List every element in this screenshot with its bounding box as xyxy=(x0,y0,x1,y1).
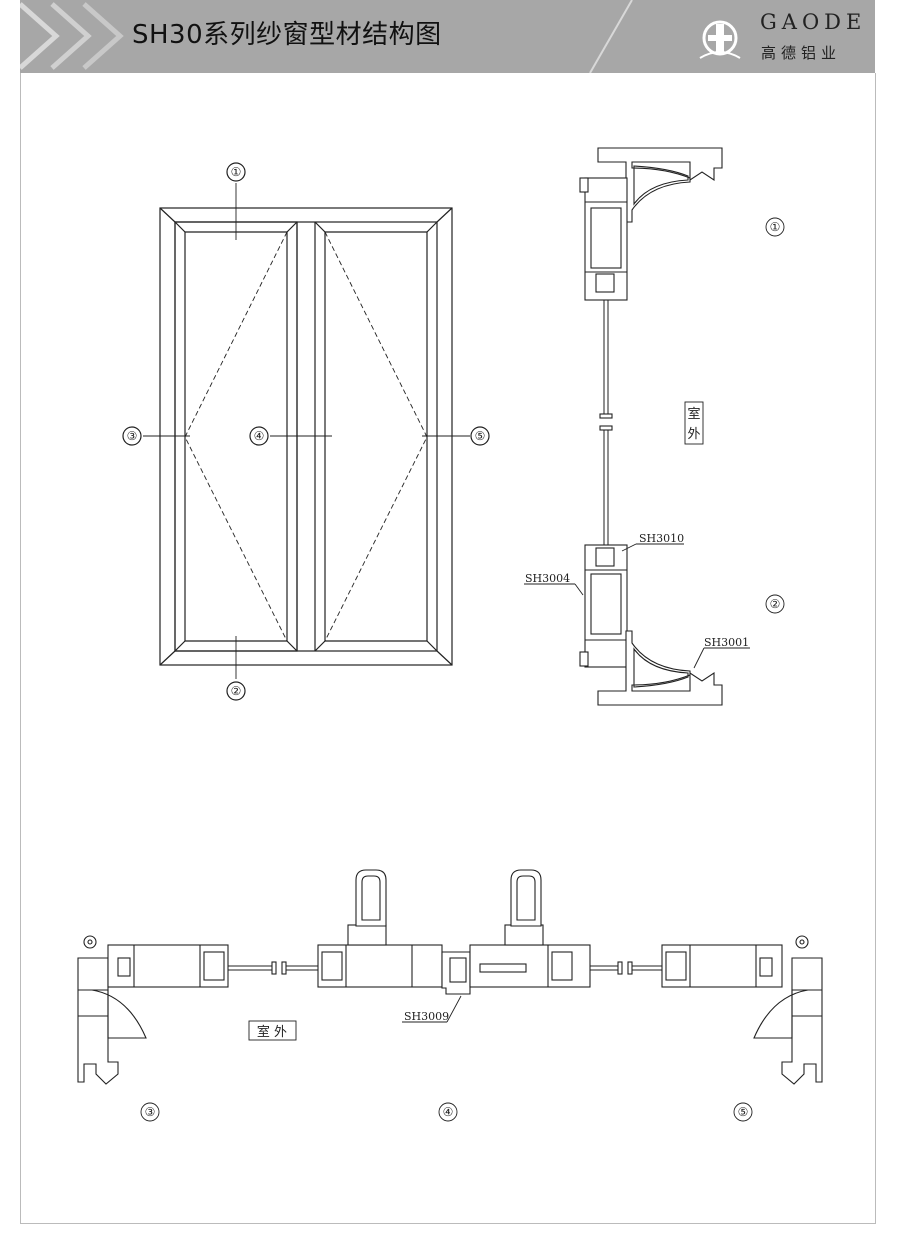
inner-frame xyxy=(174,221,438,652)
marker-1-section: ① xyxy=(770,220,781,234)
left-sash xyxy=(184,231,288,642)
marker-4-section: ④ xyxy=(443,1105,454,1119)
right-sash xyxy=(324,231,428,642)
outside-label-box-h xyxy=(248,1020,297,1041)
drawing-frame xyxy=(20,73,876,1224)
part-label-sh3009: SH3009 xyxy=(404,1010,449,1023)
page-title: SH30系列纱窗型材结构图 xyxy=(132,20,442,50)
part-label-sh3010: SH3010 xyxy=(639,532,684,545)
marker-2-section: ② xyxy=(770,597,781,611)
horizontal-section xyxy=(77,869,823,1085)
header-decoration xyxy=(20,0,741,73)
handle-left-icon xyxy=(355,869,387,927)
vertical-section xyxy=(579,147,723,706)
center-left-sash-profile xyxy=(317,944,443,988)
window-elevation xyxy=(122,162,490,701)
outside-label-h: 室 外 xyxy=(257,1024,287,1040)
right-frame-profile xyxy=(781,957,823,1085)
chevron-icon xyxy=(20,2,60,70)
handle-base-left xyxy=(347,924,387,946)
opening-indicator xyxy=(324,231,428,642)
marker-2: ② xyxy=(231,684,242,698)
outside-label-line2: 外 xyxy=(687,427,700,442)
gaode-logo-icon xyxy=(699,20,741,59)
brand-name-cn: 高德铝业 xyxy=(761,44,842,62)
opening-indicator xyxy=(184,231,288,642)
left-sash-profile xyxy=(107,944,229,988)
outside-label-line1: 室 xyxy=(687,406,700,422)
header-bar: SH30系列纱窗型材结构图 GAODE 高德铝业 xyxy=(20,0,875,73)
handle-base-right xyxy=(504,924,544,946)
right-sash-profile xyxy=(661,944,783,988)
marker-3-section: ③ xyxy=(145,1105,156,1119)
bottom-sash-profile xyxy=(584,544,628,668)
chevron-icon xyxy=(50,2,92,70)
marker-5: ⑤ xyxy=(475,429,486,443)
marker-3: ③ xyxy=(127,429,138,443)
marker-4: ④ xyxy=(254,429,265,443)
part-label-sh3001: SH3001 xyxy=(704,636,749,649)
top-sash-profile xyxy=(584,177,628,301)
marker-1: ① xyxy=(231,165,242,179)
marker-5-section: ⑤ xyxy=(738,1105,749,1119)
outside-label-box xyxy=(684,401,704,445)
chevron-icon xyxy=(82,2,124,70)
divider xyxy=(589,0,633,73)
brand-name-en: GAODE xyxy=(760,10,867,34)
handle-right-icon xyxy=(510,869,542,927)
part-label-sh3004: SH3004 xyxy=(525,572,570,585)
outer-frame xyxy=(159,207,453,666)
